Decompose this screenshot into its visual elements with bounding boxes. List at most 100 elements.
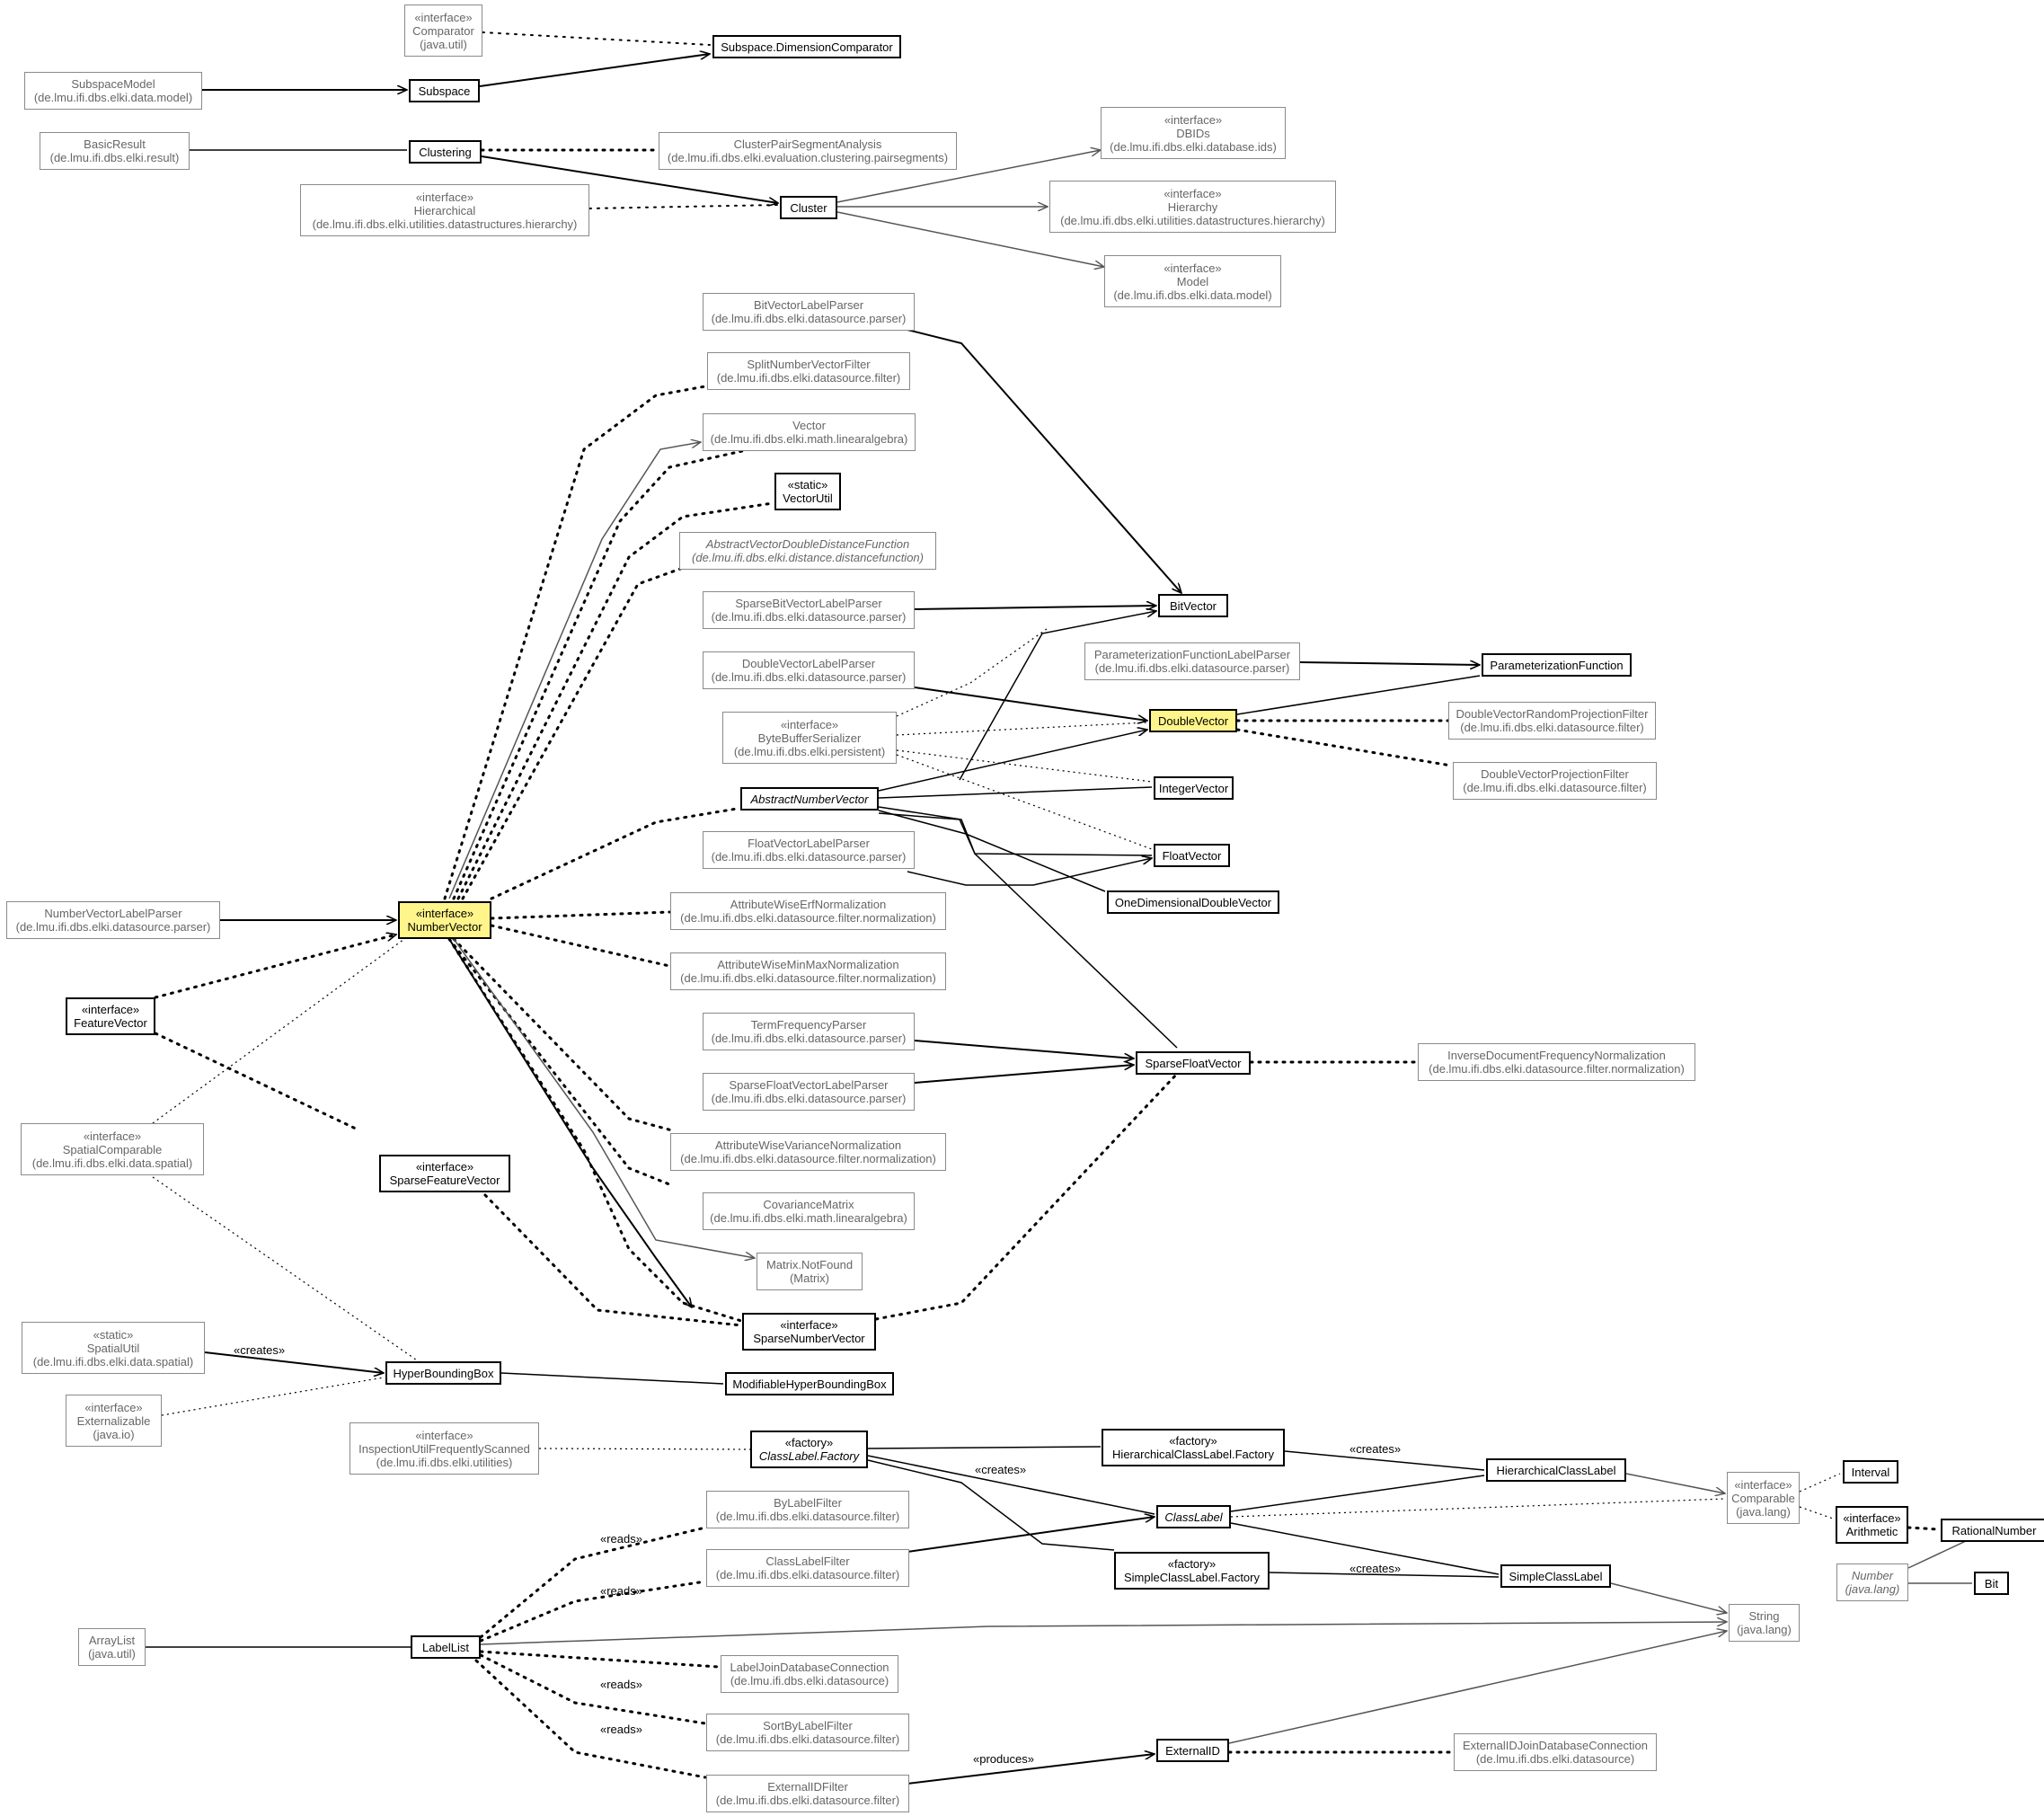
class-node-cluster[interactable]: Cluster xyxy=(780,196,837,219)
class-name-label: DBIDs xyxy=(1176,126,1210,140)
class-node-modifiable-hyper-bounding-box[interactable]: ModifiableHyperBoundingBox xyxy=(725,1372,894,1395)
class-node-one-dimensional-double-vector[interactable]: OneDimensionalDoubleVector xyxy=(1107,890,1279,914)
class-node-parameterization-function[interactable]: ParameterizationFunction xyxy=(1482,653,1632,677)
class-node-attribute-wise-variance-normalization[interactable]: AttributeWiseVarianceNormalization(de.lm… xyxy=(670,1133,946,1171)
class-node-basic-result[interactable]: BasicResult(de.lmu.ifi.dbs.elki.result) xyxy=(40,132,190,170)
package-label: (de.lmu.ifi.dbs.elki.utilities) xyxy=(376,1455,513,1469)
class-name-label: ExternalIDFilter xyxy=(767,1780,848,1794)
class-name-label: LabelList xyxy=(421,1640,470,1654)
class-node-attribute-wise-min-max-normalization[interactable]: AttributeWiseMinMaxNormalization(de.lmu.… xyxy=(670,952,946,990)
class-node-term-frequency-parser[interactable]: TermFrequencyParser(de.lmu.ifi.dbs.elki.… xyxy=(703,1013,915,1050)
class-node-sparse-feature-vector[interactable]: «interface»SparseFeatureVector xyxy=(379,1155,510,1192)
class-node-float-vector[interactable]: FloatVector xyxy=(1154,844,1230,867)
edge-spatialcomparable-hyperbox xyxy=(152,1176,423,1365)
class-node-class-label-factory[interactable]: «factory»ClassLabel.Factory xyxy=(750,1431,868,1468)
class-node-byte-buffer-serializer[interactable]: «interface»ByteBufferSerializer(de.lmu.i… xyxy=(722,712,897,764)
class-node-parameterization-function-label-parser[interactable]: ParameterizationFunctionLabelParser(de.l… xyxy=(1084,642,1300,680)
edge-floatparser-floatvector xyxy=(907,858,1152,886)
class-node-subspace-model[interactable]: SubspaceModel(de.lmu.ifi.dbs.elki.data.m… xyxy=(24,72,202,110)
class-node-number-vector[interactable]: «interface»NumberVector xyxy=(398,901,491,939)
class-node-inspection-util-frequently-scanned[interactable]: «interface»InspectionUtilFrequentlyScann… xyxy=(350,1422,539,1475)
class-name-label: BitVector xyxy=(1169,598,1217,613)
class-node-sparse-float-vector-label-parser[interactable]: SparseFloatVectorLabelParser(de.lmu.ifi.… xyxy=(703,1073,915,1111)
class-node-double-vector[interactable]: DoubleVector xyxy=(1149,709,1237,732)
class-name-label: SplitNumberVectorFilter xyxy=(747,358,871,371)
class-node-array-list[interactable]: ArrayList(java.util) xyxy=(78,1628,146,1666)
edge-classlabelfilter-classlabel xyxy=(907,1517,1155,1553)
class-node-comparator[interactable]: «interface»Comparator(java.util) xyxy=(404,4,482,57)
class-name-label: AttributeWiseMinMaxNormalization xyxy=(717,958,899,971)
class-node-bit-vector-label-parser[interactable]: BitVectorLabelParser(de.lmu.ifi.dbs.elki… xyxy=(703,293,915,331)
class-node-rational-number[interactable]: RationalNumber xyxy=(1941,1519,2044,1542)
edge-bytebuffer-integervector xyxy=(896,749,1153,783)
class-node-sparse-float-vector[interactable]: SparseFloatVector xyxy=(1136,1051,1251,1075)
edge-sparsebitparser-bitvector xyxy=(914,606,1156,609)
class-node-comparable[interactable]: «interface»Comparable(java.lang) xyxy=(1727,1472,1800,1524)
class-node-abstract-vector-double-distance-function[interactable]: AbstractVectorDoubleDistanceFunction(de.… xyxy=(679,532,936,570)
class-node-external-idjoin-database-connection[interactable]: ExternalIDJoinDatabaseConnection(de.lmu.… xyxy=(1454,1733,1657,1771)
class-node-spatial-comparable[interactable]: «interface»SpatialComparable(de.lmu.ifi.… xyxy=(21,1123,204,1175)
class-node-double-vector-label-parser[interactable]: DoubleVectorLabelParser(de.lmu.ifi.dbs.e… xyxy=(703,651,915,689)
class-node-external-idfilter[interactable]: ExternalIDFilter(de.lmu.ifi.dbs.elki.dat… xyxy=(706,1775,909,1812)
class-node-matrix-not-found[interactable]: Matrix.NotFound(Matrix) xyxy=(757,1253,863,1290)
edge-externalid-string xyxy=(1228,1631,1727,1744)
class-node-by-label-filter[interactable]: ByLabelFilter(de.lmu.ifi.dbs.elki.dataso… xyxy=(706,1491,909,1528)
class-node-attribute-wise-erf-normalization[interactable]: AttributeWiseErfNormalization(de.lmu.ifi… xyxy=(670,892,946,930)
class-node-interval[interactable]: Interval xyxy=(1843,1460,1898,1484)
class-node-inverse-document-frequency-normalization[interactable]: InverseDocumentFrequencyNormalization(de… xyxy=(1418,1043,1695,1081)
class-name-label: FeatureVector xyxy=(74,1016,147,1030)
edge-subspace-dimcomparator xyxy=(479,54,710,87)
stereotype-label: «interface» xyxy=(81,1003,140,1016)
class-node-vector-util[interactable]: «static»VectorUtil xyxy=(774,473,841,510)
class-node-class-label-filter[interactable]: ClassLabelFilter(de.lmu.ifi.dbs.elki.dat… xyxy=(706,1549,909,1587)
class-node-spatial-util[interactable]: «static»SpatialUtil(de.lmu.ifi.dbs.elki.… xyxy=(22,1322,205,1374)
class-node-covariance-matrix[interactable]: CovarianceMatrix(de.lmu.ifi.dbs.elki.mat… xyxy=(703,1192,915,1230)
class-node-clustering[interactable]: Clustering xyxy=(409,140,482,164)
class-node-double-vector-projection-filter[interactable]: DoubleVectorProjectionFilter(de.lmu.ifi.… xyxy=(1453,762,1657,800)
class-node-hierarchy[interactable]: «interface»Hierarchy(de.lmu.ifi.dbs.elki… xyxy=(1049,181,1336,233)
class-node-feature-vector[interactable]: «interface»FeatureVector xyxy=(66,997,155,1035)
class-node-simple-class-label-factory[interactable]: «factory»SimpleClassLabel.Factory xyxy=(1114,1552,1270,1590)
class-node-sparse-number-vector[interactable]: «interface»SparseNumberVector xyxy=(742,1313,876,1351)
class-name-label: AbstractVectorDoubleDistanceFunction xyxy=(705,537,910,551)
class-node-bit[interactable]: Bit xyxy=(1974,1572,2009,1595)
class-node-model[interactable]: «interface»Model(de.lmu.ifi.dbs.elki.dat… xyxy=(1104,255,1281,307)
class-node-sparse-bit-vector-label-parser[interactable]: SparseBitVectorLabelParser(de.lmu.ifi.db… xyxy=(703,591,915,629)
class-name-label: Comparator xyxy=(412,23,474,38)
class-node-arithmetic[interactable]: «interface»Arithmetic xyxy=(1836,1506,1908,1544)
class-node-hierarchical[interactable]: «interface»Hierarchical(de.lmu.ifi.dbs.e… xyxy=(300,184,589,236)
edge-spatialcomparable-numbervector xyxy=(152,938,405,1124)
edge-label-creates: «creates» xyxy=(234,1343,286,1357)
stereotype-label: «static» xyxy=(787,478,828,492)
class-node-sort-by-label-filter[interactable]: SortByLabelFilter(de.lmu.ifi.dbs.elki.da… xyxy=(706,1714,909,1751)
class-node-label-list[interactable]: LabelList xyxy=(411,1635,481,1659)
class-node-dimension-comparator[interactable]: Subspace.DimensionComparator xyxy=(712,35,901,58)
class-node-integer-vector[interactable]: IntegerVector xyxy=(1154,776,1234,800)
class-node-double-vector-random-projection-filter[interactable]: DoubleVectorRandomProjectionFilter(de.lm… xyxy=(1448,702,1656,740)
class-name-label: AttributeWiseErfNormalization xyxy=(730,898,887,911)
class-node-string[interactable]: String(java.lang) xyxy=(1729,1604,1800,1642)
class-node-label-join-database-connection[interactable]: LabelJoinDatabaseConnection(de.lmu.ifi.d… xyxy=(721,1655,898,1693)
class-node-hyper-bounding-box[interactable]: HyperBoundingBox xyxy=(385,1361,501,1385)
class-node-bit-vector[interactable]: BitVector xyxy=(1158,594,1228,617)
edge-classlabel-simplecl xyxy=(1230,1522,1500,1575)
class-node-externalizable[interactable]: «interface»Externalizable(java.io) xyxy=(66,1395,162,1447)
class-node-hierarchical-class-label[interactable]: HierarchicalClassLabel xyxy=(1486,1458,1626,1482)
class-node-number[interactable]: Number(java.lang) xyxy=(1836,1564,1908,1601)
edge-arithmetic-rational xyxy=(1907,1526,1941,1531)
class-node-vector[interactable]: Vector(de.lmu.ifi.dbs.elki.math.linearal… xyxy=(703,413,916,451)
class-node-split-number-vector-filter[interactable]: SplitNumberVectorFilter(de.lmu.ifi.dbs.e… xyxy=(707,352,910,390)
class-node-subspace[interactable]: Subspace xyxy=(409,79,480,102)
class-node-abstract-number-vector[interactable]: AbstractNumberVector xyxy=(740,787,879,811)
class-node-simple-class-label[interactable]: SimpleClassLabel xyxy=(1500,1564,1611,1588)
class-node-dbids[interactable]: «interface»DBIDs(de.lmu.ifi.dbs.elki.dat… xyxy=(1101,107,1286,159)
class-node-class-label[interactable]: ClassLabel xyxy=(1156,1505,1231,1528)
class-node-hierarchical-class-label-factory[interactable]: «factory»HierarchicalClassLabel.Factory xyxy=(1102,1429,1285,1466)
edge-labellist-bylabelfilter xyxy=(479,1526,707,1639)
class-name-label: Hierarchical xyxy=(413,203,476,217)
class-name-label: String xyxy=(1748,1609,1780,1623)
class-node-external-id[interactable]: ExternalID xyxy=(1156,1739,1229,1762)
class-node-cluster-pair-segment-analysis[interactable]: ClusterPairSegmentAnalysis(de.lmu.ifi.db… xyxy=(659,132,957,170)
class-node-float-vector-label-parser[interactable]: FloatVectorLabelParser(de.lmu.ifi.dbs.el… xyxy=(703,831,915,869)
class-node-number-vector-label-parser[interactable]: NumberVectorLabelParser(de.lmu.ifi.dbs.e… xyxy=(6,901,220,939)
